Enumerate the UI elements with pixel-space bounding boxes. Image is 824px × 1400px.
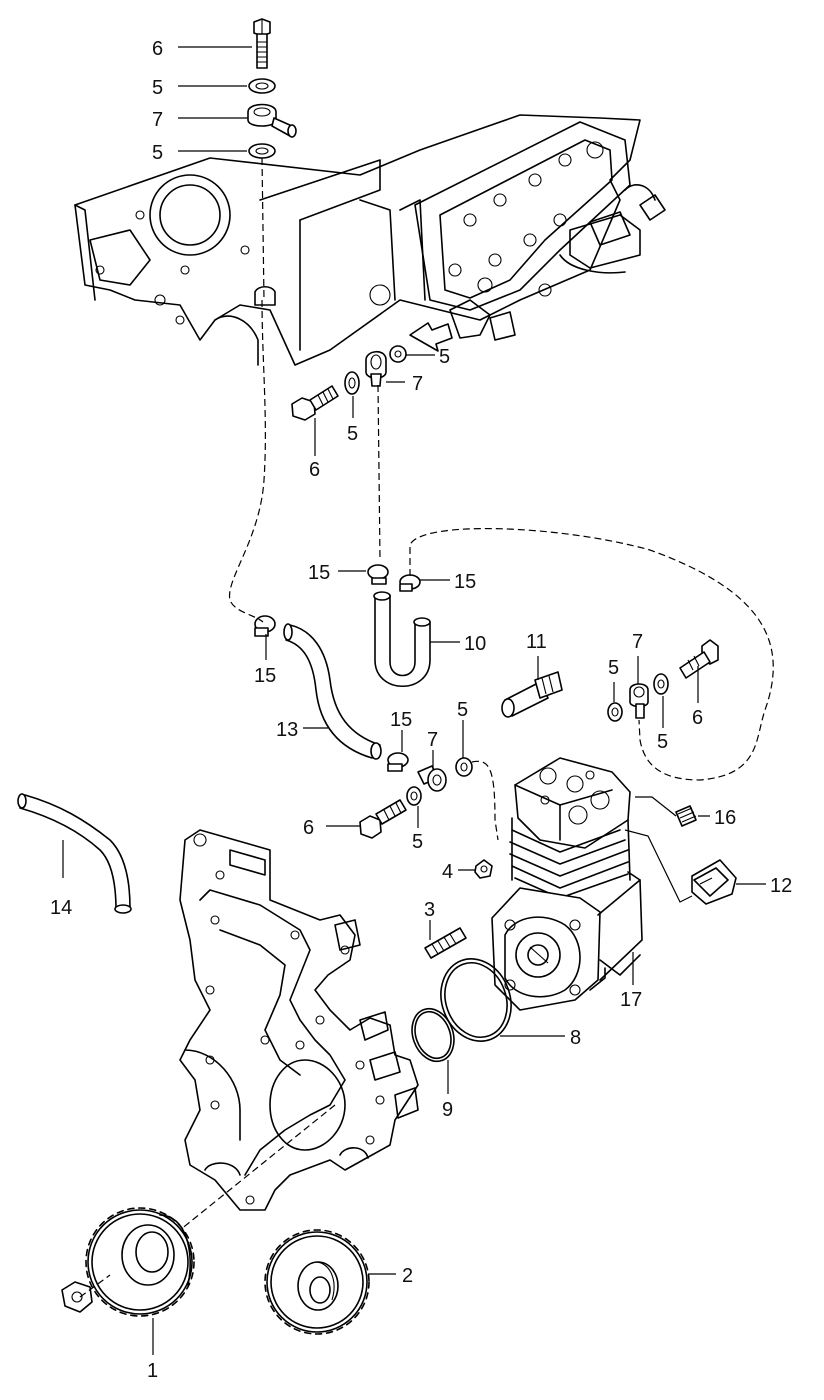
o-ring-9 bbox=[411, 1007, 455, 1063]
nut-4 bbox=[474, 859, 493, 879]
callout-7: 7 bbox=[152, 109, 163, 131]
callout-15: 15 bbox=[390, 709, 412, 731]
banjo-fitting-mid bbox=[365, 350, 387, 387]
callout-10: 10 bbox=[464, 633, 486, 655]
callout-6: 6 bbox=[152, 38, 163, 60]
callout-9: 9 bbox=[442, 1099, 453, 1121]
callout-17: 17 bbox=[620, 989, 642, 1011]
sealing-ring-pump-2 bbox=[455, 757, 473, 777]
callout-14: 14 bbox=[50, 897, 72, 919]
sealing-ring-right-2 bbox=[607, 702, 623, 722]
banjo-bolt-top bbox=[253, 18, 271, 69]
sealing-ring-mid-2 bbox=[389, 345, 407, 363]
callout-5: 5 bbox=[457, 699, 468, 721]
callout-3: 3 bbox=[424, 899, 435, 921]
callout-1: 1 bbox=[147, 1360, 158, 1382]
callout-5: 5 bbox=[152, 142, 163, 164]
air-compressor bbox=[491, 757, 643, 1011]
callout-6: 6 bbox=[303, 817, 314, 839]
gear-2 bbox=[264, 1229, 370, 1335]
callout-13: 13 bbox=[276, 719, 298, 741]
callout-5: 5 bbox=[412, 831, 423, 853]
callout-labels: 6 5 7 5 5 7 5 6 15 15 10 15 11 7 5 6 5 1… bbox=[50, 38, 792, 1382]
gear-1 bbox=[85, 1207, 195, 1317]
callout-5: 5 bbox=[439, 346, 450, 368]
callout-2: 2 bbox=[402, 1265, 413, 1287]
callout-15: 15 bbox=[254, 665, 276, 687]
hose-clamp-15-left bbox=[367, 564, 389, 585]
callout-6: 6 bbox=[309, 459, 320, 481]
banjo-bolt-pump bbox=[359, 799, 407, 839]
engine-block bbox=[74, 114, 666, 366]
banjo-fitting-right bbox=[629, 683, 649, 719]
callout-7: 7 bbox=[632, 631, 643, 653]
callout-4: 4 bbox=[442, 861, 453, 883]
sealing-ring-right bbox=[653, 673, 669, 695]
callout-15: 15 bbox=[308, 562, 330, 584]
banjo-fitting-top bbox=[247, 103, 297, 138]
sealing-ring-pump bbox=[406, 786, 422, 806]
connector-fitting-11 bbox=[501, 671, 563, 718]
nut-gear-1 bbox=[61, 1281, 93, 1313]
stud-3 bbox=[424, 927, 467, 959]
hose-clamp-15-pump bbox=[387, 752, 409, 772]
callout-7: 7 bbox=[412, 373, 423, 395]
sealing-ring-top bbox=[248, 78, 276, 94]
callout-15: 15 bbox=[454, 571, 476, 593]
o-ring-8 bbox=[440, 958, 512, 1042]
sealing-ring-mid bbox=[344, 371, 360, 395]
banjo-bolt-mid bbox=[291, 385, 339, 421]
hose-clamp-15-lower bbox=[254, 615, 276, 637]
hose-u-bend bbox=[373, 591, 431, 688]
callout-16: 16 bbox=[714, 807, 736, 829]
callout-5: 5 bbox=[347, 423, 358, 445]
leader-lines bbox=[62, 46, 766, 1355]
assembly-paths bbox=[79, 157, 774, 1298]
callout-11: 11 bbox=[526, 631, 547, 653]
hose-clamp-15-right bbox=[399, 574, 421, 592]
callout-5: 5 bbox=[152, 77, 163, 99]
fitting-12 bbox=[691, 859, 737, 905]
hose-14 bbox=[17, 793, 132, 914]
callout-8: 8 bbox=[570, 1027, 581, 1049]
hose-13 bbox=[283, 623, 382, 760]
callout-5: 5 bbox=[657, 731, 668, 753]
timing-case-housing bbox=[179, 829, 419, 1211]
callout-6: 6 bbox=[692, 707, 703, 729]
banjo-bolt-right bbox=[679, 639, 719, 679]
sealing-ring-top-2 bbox=[248, 143, 276, 159]
banjo-fitting-pump bbox=[417, 765, 447, 792]
callout-7: 7 bbox=[427, 729, 438, 751]
callout-5: 5 bbox=[608, 657, 619, 679]
plug-16 bbox=[675, 805, 697, 827]
callout-12: 12 bbox=[770, 875, 792, 897]
